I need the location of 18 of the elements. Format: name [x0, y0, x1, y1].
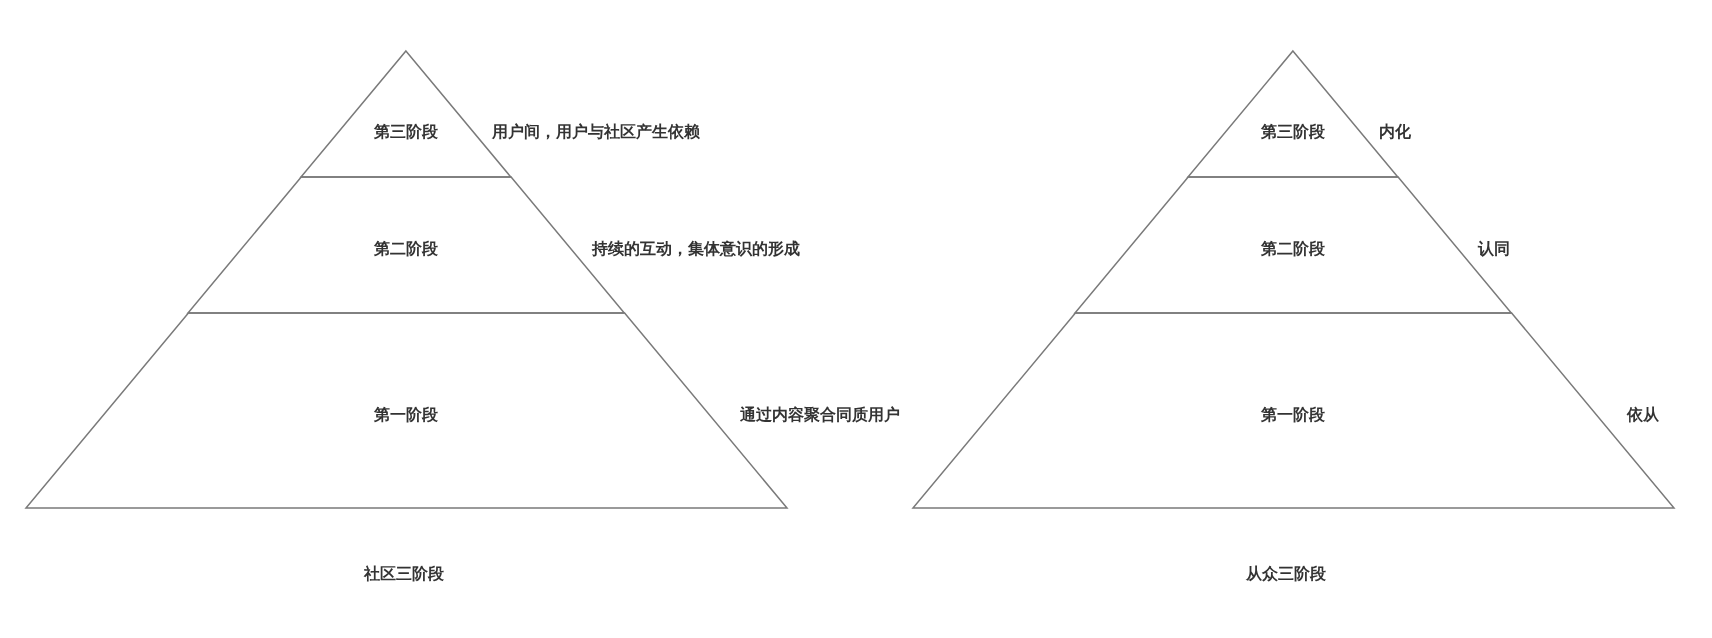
pyramid-tier	[1074, 177, 1512, 313]
pyramid-tier	[25, 313, 787, 508]
stage-description: 通过内容聚合同质用户	[740, 405, 900, 425]
stage-label: 第二阶段	[1261, 239, 1325, 259]
stage-label: 第三阶段	[374, 122, 438, 142]
pyramid-tier	[187, 177, 625, 313]
stage-label: 第三阶段	[1261, 122, 1325, 142]
stage-description: 持续的互动，集体意识的形成	[592, 239, 800, 259]
pyramid-caption: 社区三阶段	[364, 564, 444, 584]
pyramid-caption: 从众三阶段	[1246, 564, 1326, 584]
stage-label: 第二阶段	[374, 239, 438, 259]
stage-label: 第一阶段	[374, 405, 438, 425]
stage-description: 内化	[1379, 122, 1411, 142]
stage-description: 用户间，用户与社区产生依赖	[492, 122, 700, 142]
stage-description: 认同	[1478, 239, 1510, 259]
pyramid-tier	[912, 313, 1674, 508]
stage-label: 第一阶段	[1261, 405, 1325, 425]
stage-description: 依从	[1627, 405, 1659, 425]
